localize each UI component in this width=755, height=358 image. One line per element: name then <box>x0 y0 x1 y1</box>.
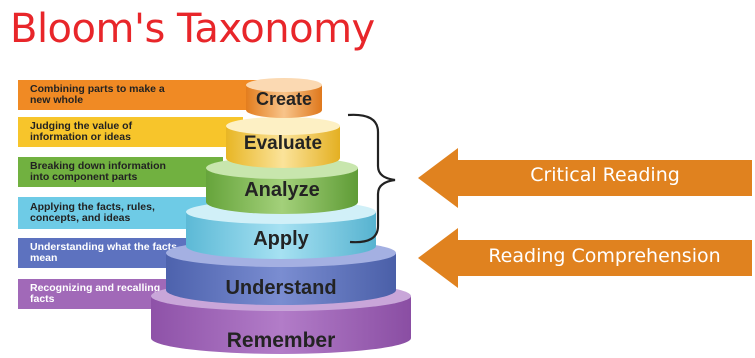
reading-comprehension-arrow <box>418 228 752 288</box>
tier-create: Create <box>246 78 322 118</box>
remember-description: Recognizing and recalling facts <box>30 282 161 305</box>
analyze-label: Analyze <box>244 179 320 201</box>
evaluate-label: Evaluate <box>244 133 322 154</box>
band-understand: Understanding what the facts mean <box>18 238 188 268</box>
create-description: Combining parts to make a new whole <box>30 83 165 106</box>
tier-evaluate: Evaluate <box>226 117 340 168</box>
critical-reading-label: Critical Reading <box>530 164 680 186</box>
create-label: Create <box>256 89 312 109</box>
apply-label: Apply <box>253 228 309 250</box>
page-title: Bloom's Taxonomy <box>10 6 375 52</box>
evaluate-description: Judging the value of information or idea… <box>30 120 133 143</box>
bracket-icon <box>347 113 396 244</box>
critical-reading-arrow <box>418 148 752 208</box>
understand-label: Understand <box>225 277 336 299</box>
band-create: Combining parts to make a new whole <box>18 80 258 110</box>
band-analyze: Breaking down information into component… <box>18 157 223 187</box>
apply-description: Applying the facts, rules, concepts, and… <box>30 201 155 224</box>
band-apply: Applying the facts, rules, concepts, and… <box>18 197 208 229</box>
reading-comprehension-label: Reading Comprehension <box>488 245 721 267</box>
analyze-description: Breaking down information into component… <box>30 160 166 183</box>
band-evaluate: Judging the value of information or idea… <box>18 117 243 147</box>
band-remember: Recognizing and recalling facts <box>18 279 168 309</box>
understand-description: Understanding what the facts mean <box>30 241 178 264</box>
remember-label: Remember <box>227 329 336 352</box>
